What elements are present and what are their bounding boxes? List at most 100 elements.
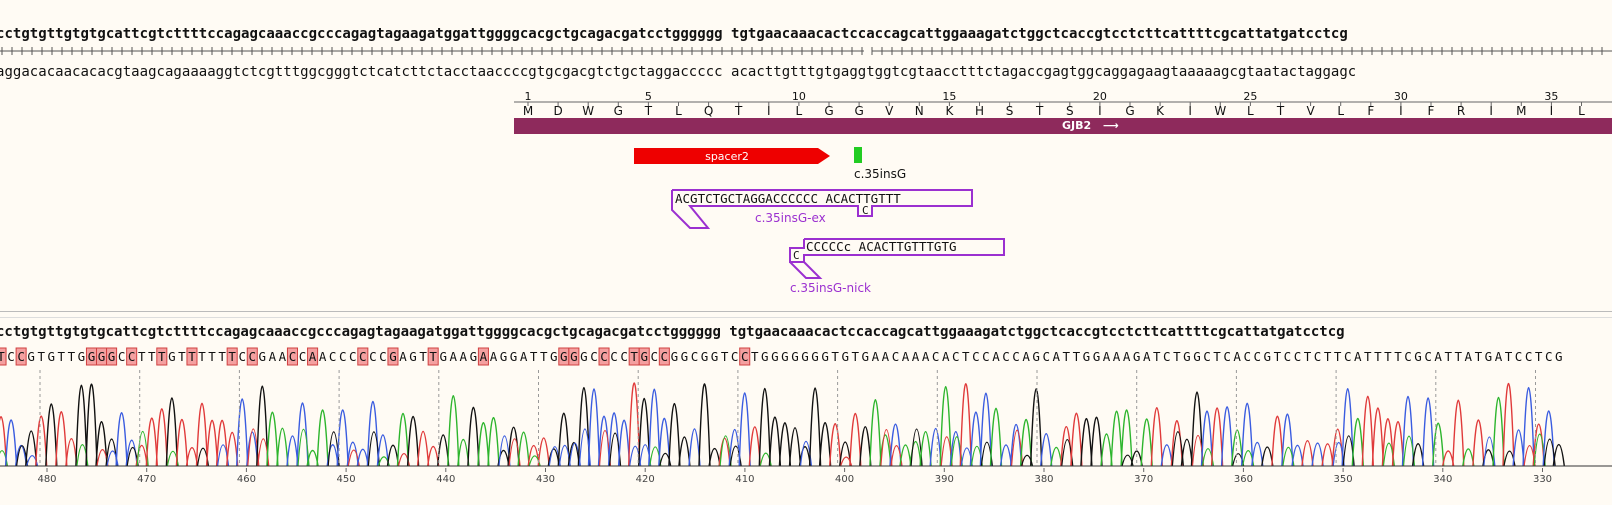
mismatch-box[interactable]	[126, 347, 138, 366]
trace-peak	[1512, 429, 1525, 467]
mismatch-box[interactable]	[286, 347, 299, 366]
trace-reference-sequence[interactable]: cctgtgttgtgtgcattcgtcttttccagagcaaaccgcc…	[0, 324, 1345, 340]
amino-acid[interactable]: L	[675, 104, 682, 118]
amino-acid[interactable]: I	[1550, 104, 1554, 118]
read-base: G	[1032, 349, 1040, 364]
read-base: G	[108, 349, 116, 364]
amino-acid[interactable]: L	[796, 104, 803, 118]
trace-peak	[1110, 410, 1123, 467]
read-base: G	[811, 349, 819, 364]
mismatch-box[interactable]	[638, 347, 650, 366]
trace-peak	[537, 437, 550, 467]
bottom-strand-sequence[interactable]: aggacacaacacacgtaagcagaaaaggtctcgtttggcg…	[0, 64, 1357, 80]
read-base: C	[1243, 349, 1251, 364]
amino-acid[interactable]: D	[553, 104, 562, 118]
amino-acid[interactable]: G	[854, 104, 863, 118]
read-base: A	[1113, 349, 1121, 364]
trace-peak	[557, 412, 570, 467]
amino-acid[interactable]: M	[523, 104, 533, 118]
read-base: A	[992, 349, 1000, 364]
amino-acid[interactable]: F	[1367, 104, 1374, 118]
top-strand-sequence[interactable]: cctgtgttgtgtgcattcgtcttttccagagcaaaccgcc…	[0, 26, 1348, 42]
read-base: C	[369, 349, 377, 364]
mismatch-box[interactable]	[226, 347, 238, 366]
amino-acid[interactable]: F	[1428, 104, 1435, 118]
mismatch-box[interactable]	[427, 347, 439, 366]
amino-acid[interactable]: K	[945, 104, 954, 118]
trace-peak	[768, 416, 782, 467]
trace-peak	[1542, 410, 1555, 467]
insertion-marker[interactable]	[854, 147, 862, 163]
read-base: T	[228, 349, 236, 364]
amino-acid[interactable]: I	[1188, 104, 1192, 118]
gene-feature-bar[interactable]: GJB2 ⟶	[514, 118, 1612, 134]
amino-acid[interactable]: I	[1098, 104, 1102, 118]
amino-acid[interactable]: L	[1578, 104, 1585, 118]
mismatch-box[interactable]	[106, 347, 118, 366]
insertion-feature[interactable]: c.35insG	[854, 147, 906, 181]
spacer-feature[interactable]: spacer2	[634, 148, 830, 164]
primer-ex-outline[interactable]	[671, 189, 973, 229]
amino-acid[interactable]: K	[1156, 104, 1165, 118]
trace-peak	[1019, 418, 1033, 467]
mismatch-box[interactable]	[658, 347, 670, 366]
read-base: A	[1022, 349, 1030, 364]
primer-ex-feature[interactable]: ACGTCTGCTAGGACCCCCC ACACTTGTTT C c.35ins…	[671, 189, 973, 229]
read-base: G	[862, 349, 870, 364]
amino-acid[interactable]: L	[1337, 104, 1344, 118]
amino-acid[interactable]: V	[1306, 104, 1315, 118]
axis-label: 350	[1334, 474, 1353, 485]
mismatch-box[interactable]	[186, 347, 198, 366]
amino-acid[interactable]: T	[1035, 104, 1044, 118]
read-base: C	[1012, 349, 1020, 364]
read-base: G	[841, 349, 849, 364]
amino-acid[interactable]: T	[644, 104, 653, 118]
trace-peak	[1160, 444, 1173, 467]
mismatch-box[interactable]	[246, 347, 258, 366]
trace-peak	[155, 408, 168, 467]
mismatch-box[interactable]	[156, 347, 168, 366]
primer-nick-feature[interactable]: CCCCCc ACACTTGTTTGTG C c.35insG-nick	[789, 238, 1005, 295]
mismatch-box[interactable]	[357, 347, 369, 366]
trace-peak	[35, 415, 48, 467]
chromatogram-trace[interactable]	[0, 370, 1612, 468]
amino-acid[interactable]: I	[1489, 104, 1493, 118]
amino-acid[interactable]: I	[767, 104, 771, 118]
amino-acid[interactable]: G	[824, 104, 833, 118]
amino-acid[interactable]: S	[1006, 104, 1014, 118]
trace-peak-secondary	[840, 456, 853, 467]
mismatch-box[interactable]	[739, 347, 751, 366]
mismatch-box[interactable]	[307, 347, 319, 366]
mismatch-box[interactable]	[477, 347, 489, 366]
mismatch-box[interactable]	[568, 347, 580, 366]
read-base: C	[1314, 349, 1322, 364]
trace-peak	[115, 412, 128, 467]
mismatch-box[interactable]	[0, 347, 7, 366]
trace-peak-secondary	[659, 452, 672, 467]
amino-acid[interactable]: T	[734, 104, 743, 118]
read-base: C	[1254, 349, 1262, 364]
amino-acid[interactable]: H	[975, 104, 984, 118]
trace-peak	[899, 444, 912, 467]
amino-acid[interactable]: V	[885, 104, 894, 118]
amino-acid[interactable]: L	[1247, 104, 1254, 118]
amino-acid[interactable]: I	[1399, 104, 1403, 118]
amino-acid[interactable]: N	[915, 104, 924, 118]
amino-acid[interactable]: S	[1066, 104, 1074, 118]
amino-acid[interactable]: G	[1125, 104, 1134, 118]
mismatch-box[interactable]	[387, 347, 399, 366]
amino-acid[interactable]: Q	[704, 104, 713, 118]
mismatch-box[interactable]	[598, 347, 610, 366]
spacer-arrow[interactable]	[634, 148, 830, 164]
amino-acid[interactable]: W	[582, 104, 594, 118]
amino-acid[interactable]: M	[1516, 104, 1526, 118]
trace-peak-secondary	[960, 447, 973, 467]
axis-label: 400	[835, 474, 854, 485]
mismatch-box[interactable]	[15, 347, 27, 366]
amino-acid[interactable]: R	[1457, 104, 1465, 118]
amino-acid[interactable]: G	[614, 104, 623, 118]
amino-acid[interactable]: W	[1214, 104, 1226, 118]
amino-acid[interactable]: T	[1276, 104, 1285, 118]
